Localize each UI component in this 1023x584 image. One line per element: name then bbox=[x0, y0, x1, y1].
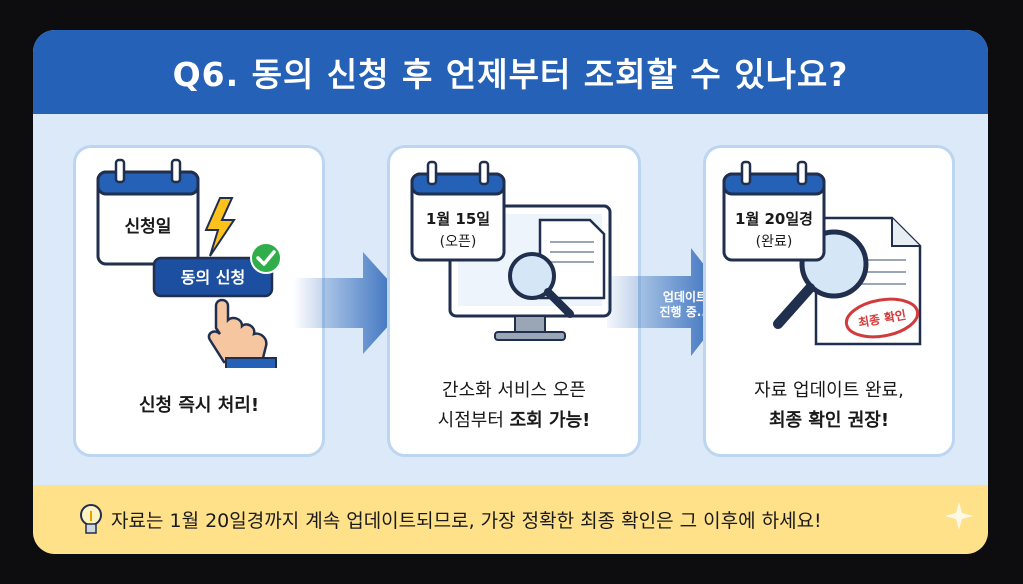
hand-pointer-icon bbox=[207, 298, 277, 368]
calendar-icon: 1월 15일 (오픈) bbox=[410, 160, 506, 262]
step1-caption-bold: 신청 즉시 처리! bbox=[138, 395, 260, 416]
step1-illustration: 신청일 동의 신청 bbox=[96, 158, 282, 368]
lightbulb-icon bbox=[80, 503, 102, 534]
calendar-note: (오픈) bbox=[440, 234, 477, 250]
step2-caption-plain: 시점부터 bbox=[437, 410, 510, 431]
step1-caption: 신청 즉시 처리! bbox=[76, 391, 322, 421]
calendar-note: (완료) bbox=[756, 234, 793, 250]
magnifier-icon bbox=[508, 252, 574, 318]
calendar-date: 1월 20일경 bbox=[735, 210, 813, 228]
step3-caption-bold: 최종 확인 권장! bbox=[768, 410, 890, 431]
arrow-label-line1: 업데이트 bbox=[662, 290, 708, 304]
calendar-icon: 신청일 bbox=[96, 158, 200, 266]
step2-caption: 간소화 서비스 오픈 시점부터 조회 가능! bbox=[390, 376, 638, 436]
infographic-card: Q6. 동의 신청 후 언제부터 조회할 수 있나요? 신청일 동의 신청 bbox=[33, 30, 988, 554]
step3-illustration: 최종 확인 1월 20일경 (완료) bbox=[722, 160, 922, 346]
step3-caption-line1: 자료 업데이트 완료, bbox=[754, 380, 904, 401]
arrow-right-icon bbox=[607, 248, 733, 356]
step3-caption: 자료 업데이트 완료, 최종 확인 권장! bbox=[706, 376, 952, 436]
tip-banner: 자료는 1월 20일경까지 계속 업데이트되므로, 가장 정확한 최종 확인은 … bbox=[33, 485, 988, 554]
calendar-date: 1월 15일 bbox=[426, 210, 490, 228]
step-panel-3: 최종 확인 1월 20일경 (완료) 자료 업데이트 완료, 최종 확인 권장! bbox=[703, 145, 955, 457]
tip-text: 자료는 1월 20일경까지 계속 업데이트되므로, 가장 정확한 최종 확인은 … bbox=[111, 510, 822, 532]
calendar-label: 신청일 bbox=[125, 216, 172, 237]
step2-caption-line1: 간소화 서비스 오픈 bbox=[442, 380, 586, 401]
step-panel-2: 1월 15일 (오픈) 간소화 서비스 오픈 시점부터 조회 가능! bbox=[387, 145, 641, 457]
step2-caption-line2: 시점부터 조회 가능! bbox=[390, 406, 638, 436]
step2-illustration: 1월 15일 (오픈) bbox=[410, 160, 612, 341]
calendar-icon: 1월 20일경 (완료) bbox=[722, 160, 826, 262]
step2-caption-bold: 조회 가능! bbox=[509, 410, 591, 431]
arrow-label-line2: 진행 중... bbox=[659, 305, 711, 319]
arrow-right-icon bbox=[293, 252, 409, 354]
step-panel-1: 신청일 동의 신청 신청 즉시 처리! bbox=[73, 145, 325, 457]
title-banner: Q6. 동의 신청 후 언제부터 조회할 수 있나요? bbox=[33, 30, 988, 114]
check-icon bbox=[250, 242, 282, 274]
lightning-icon bbox=[204, 197, 236, 257]
consent-button-label: 동의 신청 bbox=[181, 268, 245, 287]
page-title: Q6. 동의 신청 후 언제부터 조회할 수 있나요? bbox=[172, 55, 849, 94]
consent-button[interactable]: 동의 신청 bbox=[152, 256, 274, 298]
sparkle-icon bbox=[945, 502, 973, 530]
arrow-label: 업데이트 진행 중... bbox=[645, 290, 725, 320]
